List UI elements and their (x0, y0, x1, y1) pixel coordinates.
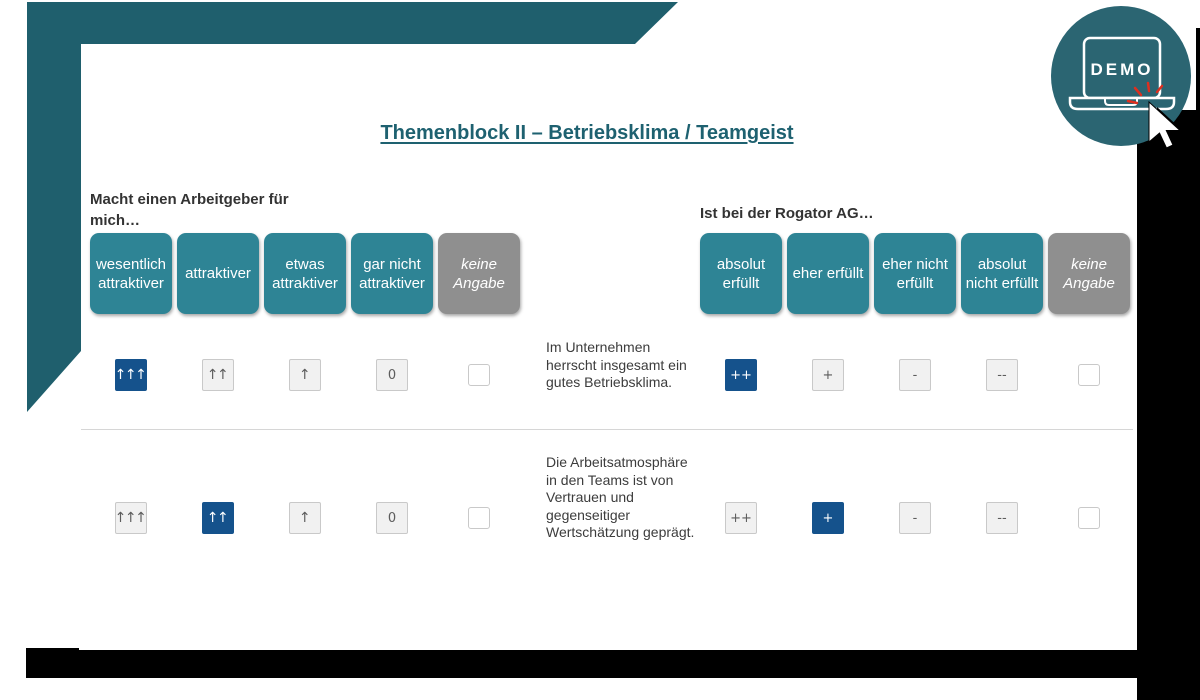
statement-row2: Die Arbeitsatmosphäre in den Teams ist v… (546, 454, 695, 540)
right-question-header: Ist bei der Rogator AG… (700, 205, 874, 222)
choice-row1-left-4[interactable]: 0 (376, 359, 408, 391)
laptop-icon (1068, 36, 1176, 111)
na-checkbox-row2-left[interactable] (468, 507, 490, 529)
scale-header-eher-erfuellt: eher erfüllt (787, 233, 869, 314)
demo-badge-label: DEMO (1091, 60, 1154, 79)
page-title: Themenblock II – Betriebsklima / Teamgei… (380, 122, 794, 144)
choice-row2-left-3[interactable]: ↑ (289, 502, 321, 534)
scale-header-gar-nicht-attraktiver: gar nicht attraktiver (351, 233, 433, 314)
choice-row1-left-1[interactable]: ↑↑↑ (115, 359, 147, 391)
choice-row2-left-1[interactable]: ↑↑↑ (115, 502, 147, 534)
choice-row2-right-1[interactable]: ++ (725, 502, 757, 534)
choice-row2-right: ++ + - -- (700, 501, 1130, 535)
choice-row2-right-2[interactable]: + (812, 502, 844, 534)
choice-row2-left: ↑↑↑ ↑↑ ↑ 0 (90, 501, 520, 535)
footer-bar (26, 650, 1200, 678)
choice-row1-right-3[interactable]: - (899, 359, 931, 391)
right-scale-headers: absolut erfüllt eher erfüllt eher nicht … (700, 233, 1130, 314)
choice-row1-right-2[interactable]: + (812, 359, 844, 391)
choice-row2-left-2[interactable]: ↑↑ (202, 502, 234, 534)
choice-row2-right-4[interactable]: -- (986, 502, 1018, 534)
scale-header-keine-angabe-right: keine Angabe (1048, 233, 1130, 314)
scale-header-etwas-attraktiver: etwas attraktiver (264, 233, 346, 314)
choice-row2-left-4[interactable]: 0 (376, 502, 408, 534)
right-black-column (1137, 110, 1200, 700)
scale-header-absolut-nicht-erfuellt: absolut nicht erfüllt (961, 233, 1043, 314)
right-black-edge-strip (1196, 28, 1200, 112)
click-burst-icon (1126, 81, 1164, 105)
scale-header-keine-angabe-left: keine Angabe (438, 233, 520, 314)
footer-bar-step (26, 648, 79, 651)
na-checkbox-row2-right[interactable] (1078, 507, 1100, 529)
left-scale-headers: wesentlich attraktiver attraktiver etwas… (90, 233, 520, 314)
scale-header-wesentlich-attraktiver: wesentlich attraktiver (90, 233, 172, 314)
statement-row1: Im Unternehmen herrscht insgesamt ein gu… (546, 339, 687, 390)
scale-header-attraktiver: attraktiver (177, 233, 259, 314)
choice-row1-right: ++ + - -- (700, 358, 1130, 392)
choice-row1-left-2[interactable]: ↑↑ (202, 359, 234, 391)
na-checkbox-row1-right[interactable] (1078, 364, 1100, 386)
choice-row1-right-1[interactable]: ++ (725, 359, 757, 391)
na-checkbox-row1-left[interactable] (468, 364, 490, 386)
scale-header-absolut-erfuellt: absolut erfüllt (700, 233, 782, 314)
row-divider (81, 429, 1133, 430)
left-question-header: Macht einen Arbeitgeber für mich… (90, 191, 289, 229)
choice-row2-right-3[interactable]: - (899, 502, 931, 534)
scale-header-eher-nicht-erfuellt: eher nicht erfüllt (874, 233, 956, 314)
choice-row1-left: ↑↑↑ ↑↑ ↑ 0 (90, 358, 520, 392)
choice-row1-right-4[interactable]: -- (986, 359, 1018, 391)
choice-row1-left-3[interactable]: ↑ (289, 359, 321, 391)
